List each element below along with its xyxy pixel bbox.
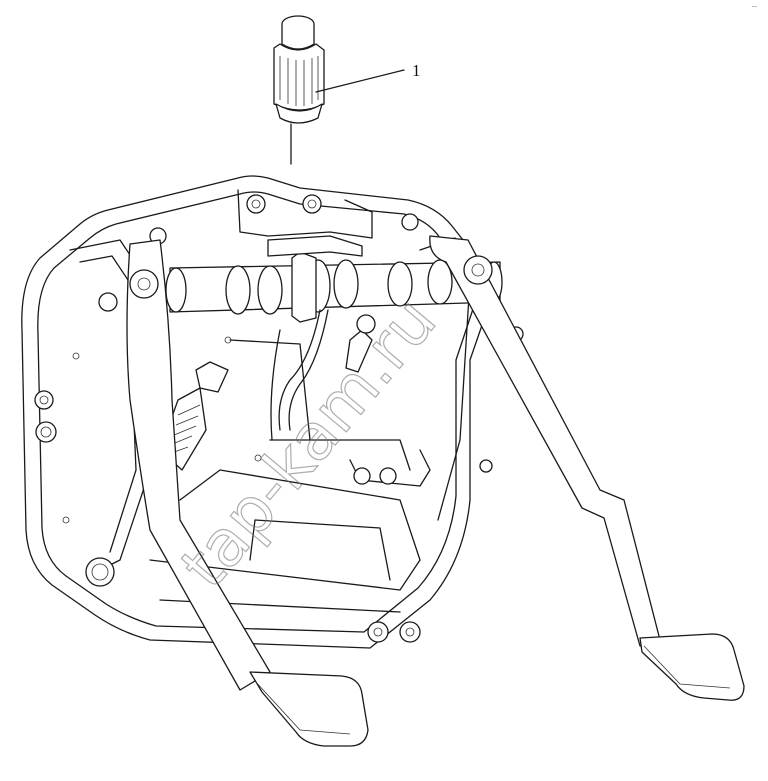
bolt [353, 467, 371, 485]
bolt [98, 292, 118, 312]
clutch-pedal [126, 239, 369, 747]
bolt [401, 213, 419, 231]
bolt [34, 390, 54, 410]
wiring-harness [270, 309, 329, 441]
bolt [479, 459, 493, 473]
brake-pedal [429, 235, 745, 701]
bolt [85, 557, 115, 587]
bolt [246, 194, 266, 214]
bolt [399, 621, 421, 643]
switch-sensor [273, 15, 325, 165]
mounting-bolts [34, 194, 524, 643]
bolt [35, 421, 57, 443]
bolt [367, 621, 389, 643]
callout-label: 1 [412, 61, 421, 80]
watermark-text: tap-kam.ru [168, 284, 451, 602]
pivot-shaft [165, 235, 503, 323]
bolt [379, 467, 397, 485]
bolt [302, 194, 322, 214]
callout-1: 1 [315, 61, 421, 93]
corner-mark: — [752, 4, 757, 10]
